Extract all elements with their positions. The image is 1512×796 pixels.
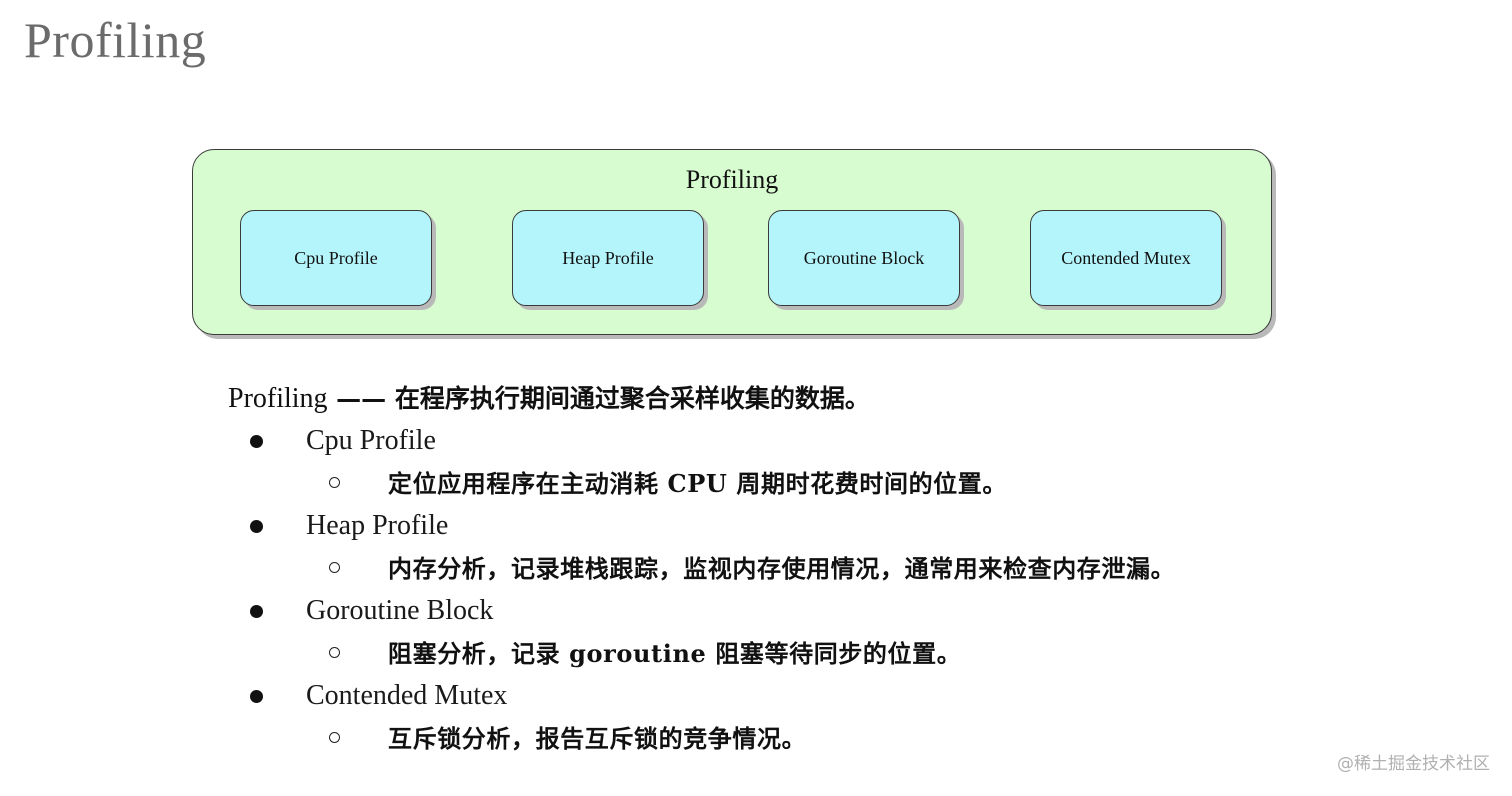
intro-line: Profiling —— 在程序执行期间通过聚合采样收集的数据。	[228, 378, 1428, 420]
list-item-label: Goroutine Block	[306, 595, 494, 626]
sub-list-item: 阻塞分析，记录 goroutine 阻塞等待同步的位置。	[228, 632, 1428, 675]
list-item-label: Contended Mutex	[306, 680, 508, 711]
sub-list-item: 定位应用程序在主动消耗 CPU 周期时花费时间的位置。	[228, 462, 1428, 505]
hollow-bullet-icon	[329, 647, 340, 658]
list-item-label: Cpu Profile	[306, 425, 436, 456]
list-item: Goroutine Block	[228, 590, 1428, 632]
watermark: @稀土掘金技术社区	[1337, 754, 1490, 774]
intro-term: Profiling	[228, 383, 328, 414]
diagram-box-cpu-profile: Cpu Profile	[240, 210, 432, 306]
sub-list-item-text: 定位应用程序在主动消耗 CPU 周期时花费时间的位置。	[388, 469, 1007, 498]
profiling-diagram: Profiling Cpu Profile Heap Profile Gorou…	[192, 149, 1272, 335]
hollow-bullet-icon	[329, 562, 340, 573]
list-item: Cpu Profile	[228, 420, 1428, 462]
hollow-bullet-icon	[329, 732, 340, 743]
description-section: Profiling —— 在程序执行期间通过聚合采样收集的数据。 Cpu Pro…	[228, 378, 1428, 760]
intro-text: —— 在程序执行期间通过聚合采样收集的数据。	[336, 384, 870, 413]
list-item: Heap Profile	[228, 505, 1428, 547]
bullet-icon	[250, 435, 263, 448]
sub-list-item-text: 阻塞分析，记录 goroutine 阻塞等待同步的位置。	[388, 639, 962, 668]
hollow-bullet-icon	[329, 477, 340, 488]
sub-list-item-text: 互斥锁分析，报告互斥锁的竞争情况。	[388, 724, 807, 753]
sub-list-item: 互斥锁分析，报告互斥锁的竞争情况。	[228, 717, 1428, 760]
list-item-label: Heap Profile	[306, 510, 449, 541]
page-title: Profiling	[24, 12, 207, 68]
diagram-box-contended-mutex: Contended Mutex	[1030, 210, 1222, 306]
sub-list-item: 内存分析，记录堆栈跟踪，监视内存使用情况，通常用来检查内存泄漏。	[228, 547, 1428, 590]
diagram-title: Profiling	[685, 165, 779, 194]
list-item: Contended Mutex	[228, 675, 1428, 717]
bullet-icon	[250, 605, 263, 618]
sub-list-item-text: 内存分析，记录堆栈跟踪，监视内存使用情况，通常用来检查内存泄漏。	[388, 554, 1176, 583]
bullet-icon	[250, 690, 263, 703]
diagram-box-heap-profile: Heap Profile	[512, 210, 704, 306]
bullet-icon	[250, 520, 263, 533]
diagram-box-goroutine-block: Goroutine Block	[768, 210, 960, 306]
